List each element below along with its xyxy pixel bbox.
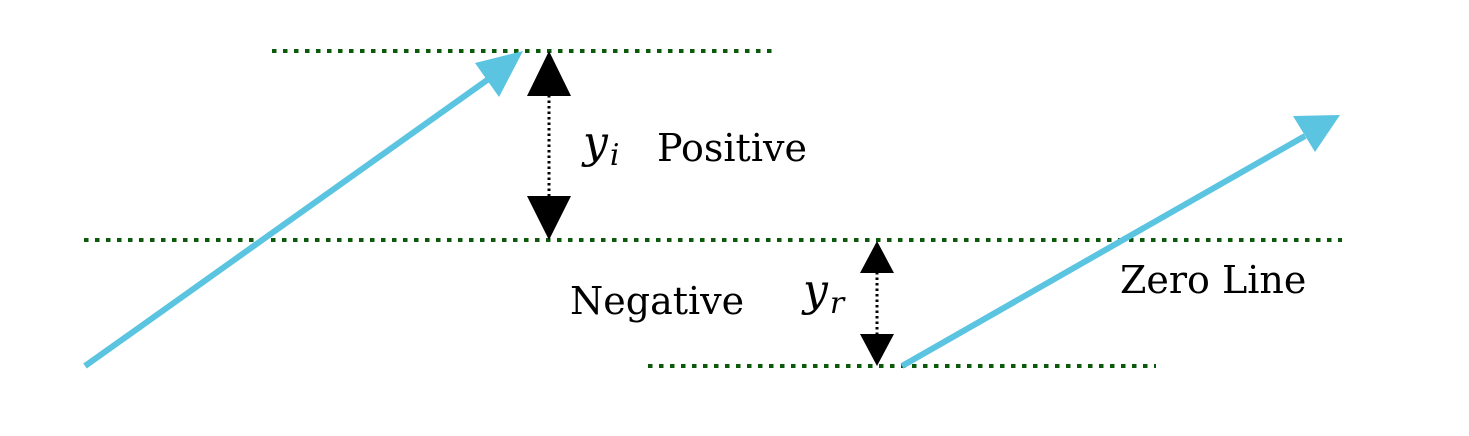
- outgoing-ray-arrow: [900, 115, 1340, 369]
- outgoing-ray-arrowhead: [1293, 115, 1340, 152]
- zero-line-label: Zero Line: [1120, 258, 1306, 302]
- incoming-ray-shaft: [83, 75, 492, 369]
- negative-label: Negative: [570, 279, 744, 323]
- yr-subscript: r: [830, 286, 846, 321]
- yi-arrowhead-up: [527, 51, 571, 96]
- incoming-ray-arrow: [83, 51, 523, 369]
- incoming-ray-arrowhead: [475, 51, 523, 97]
- positive-label: Positive: [657, 126, 807, 170]
- yr-variable-label: yr: [801, 265, 846, 321]
- yr-arrowhead-up: [860, 241, 894, 273]
- outgoing-ray-shaft: [900, 133, 1307, 369]
- yr-measurement-arrow: [860, 241, 894, 366]
- yi-measurement-arrow: [527, 51, 571, 240]
- yi-base: y: [581, 117, 609, 168]
- yr-arrowhead-down: [860, 334, 894, 366]
- yi-subscript: i: [610, 138, 620, 173]
- yi-variable-label: yi: [581, 117, 619, 173]
- yr-base: y: [801, 265, 829, 316]
- yi-arrowhead-down: [527, 196, 571, 240]
